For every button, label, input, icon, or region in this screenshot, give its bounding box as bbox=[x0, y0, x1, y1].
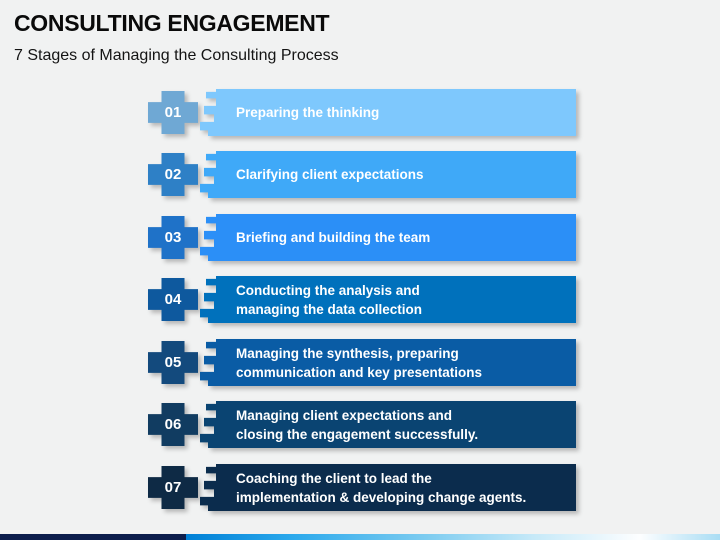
stage-label: Managing client expectations and bbox=[236, 407, 453, 423]
stage-badge-4: 04 bbox=[148, 278, 198, 321]
stage-label: Clarifying client expectations bbox=[236, 167, 424, 182]
stage-row-4: 04 Conducting the analysis and managing … bbox=[0, 276, 720, 323]
stage-badge-5: 05 bbox=[148, 341, 198, 384]
stage-badge-1: 01 bbox=[148, 91, 198, 134]
slide-subtitle: 7 Stages of Managing the Consulting Proc… bbox=[14, 47, 339, 64]
stage-row-7: 07 Coaching the client to lead the imple… bbox=[0, 464, 720, 511]
stage-badge-3: 03 bbox=[148, 216, 198, 259]
stage-row-3: 03 Briefing and building the team bbox=[0, 214, 720, 261]
stage-label-line2: closing the engagement successfully. bbox=[236, 426, 479, 442]
stage-label-line2: managing the data collection bbox=[236, 301, 423, 317]
footer-stripe-gradient bbox=[186, 534, 720, 540]
stage-row-6: 06 Managing client expectations and clos… bbox=[0, 401, 720, 448]
puzzle-plus-icon: 03 bbox=[148, 216, 198, 259]
stage-label: Preparing the thinking bbox=[236, 105, 380, 120]
footer-stripe-navy bbox=[0, 534, 186, 540]
stage-number: 05 bbox=[164, 354, 182, 371]
stage-bar-2: Clarifying client expectations bbox=[200, 151, 576, 198]
puzzle-plus-icon: 05 bbox=[148, 341, 198, 384]
stage-number: 06 bbox=[164, 416, 182, 433]
stage-number: 02 bbox=[164, 166, 182, 183]
puzzle-plus-icon: 07 bbox=[148, 466, 198, 509]
stage-row-1: 01 Preparing the thinking bbox=[0, 89, 720, 136]
stage-number: 01 bbox=[164, 104, 182, 121]
stage-bar-1: Preparing the thinking bbox=[200, 89, 576, 136]
slide-title: CONSULTING ENGAGEMENT bbox=[14, 10, 330, 36]
stage-label-line2: implementation & developing change agent… bbox=[236, 489, 527, 505]
puzzle-plus-icon: 04 bbox=[148, 278, 198, 321]
stage-row-2: 02 Clarifying client expectations bbox=[0, 151, 720, 198]
puzzle-plus-icon: 01 bbox=[148, 91, 198, 134]
stage-bar-3: Briefing and building the team bbox=[200, 214, 576, 261]
stage-number: 07 bbox=[164, 479, 182, 496]
stage-label: Conducting the analysis and bbox=[236, 282, 420, 298]
stage-bar-5: Managing the synthesis, preparing commun… bbox=[200, 339, 576, 386]
stage-label: Managing the synthesis, preparing bbox=[236, 345, 459, 361]
stage-bar-6: Managing client expectations and closing… bbox=[200, 401, 576, 448]
stage-number: 04 bbox=[164, 291, 182, 308]
stage-row-5: 05 Managing the synthesis, preparing com… bbox=[0, 339, 720, 386]
puzzle-plus-icon: 06 bbox=[148, 403, 198, 446]
stage-label: Coaching the client to lead the bbox=[236, 470, 432, 486]
stage-number: 03 bbox=[164, 229, 182, 246]
stage-badge-6: 06 bbox=[148, 403, 198, 446]
stage-label-line2: communication and key presentations bbox=[236, 364, 483, 380]
puzzle-plus-icon: 02 bbox=[148, 153, 198, 196]
stage-badge-7: 07 bbox=[148, 466, 198, 509]
stage-bar-4: Conducting the analysis and managing the… bbox=[200, 276, 576, 323]
footer-stripe bbox=[0, 534, 720, 540]
stage-label: Briefing and building the team bbox=[236, 230, 431, 245]
stage-bar-7: Coaching the client to lead the implemen… bbox=[200, 464, 576, 511]
stage-badge-2: 02 bbox=[148, 153, 198, 196]
